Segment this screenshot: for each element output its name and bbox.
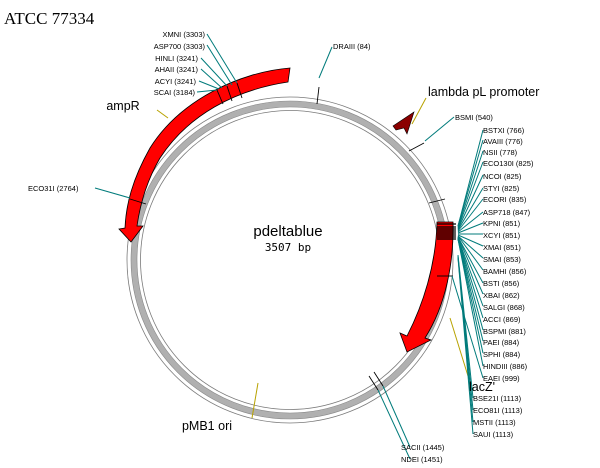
- site-label-saui: SAUI (1113): [473, 430, 514, 439]
- site-label-styi: STYI (825): [483, 184, 520, 193]
- site-label-hindiii: HINDIII (886): [483, 362, 528, 371]
- site-label-eco81i: ECO81I (1113): [473, 406, 523, 415]
- site-label-bstxi: BSTXI (766): [483, 126, 525, 135]
- site-label-draiii: DRAIII (84): [333, 42, 371, 51]
- site-label-ndei: NDEI (1451): [401, 455, 443, 464]
- site-label-nsii: NSII (778): [483, 148, 518, 157]
- site-label-bsmi: BSMI (540): [455, 113, 493, 122]
- site-label-xcyi: XCYI (851): [483, 231, 521, 240]
- feature-label-ampR: ampR: [106, 99, 139, 113]
- site-label-acyi: ACYI (3241): [155, 77, 197, 86]
- site-label-paei: PAEI (884): [483, 338, 520, 347]
- backbone-ring: [126, 96, 454, 424]
- lacZ-feature-arrow: [399, 221, 454, 353]
- site-label-sacii: SACII (1445): [401, 443, 445, 452]
- site-label-acci: ACCI (869): [483, 315, 521, 324]
- site-label-hinli: HINLI (3241): [155, 54, 198, 63]
- site-label-eco31i: ECO31I (2764): [28, 184, 79, 193]
- mcs-band: [437, 223, 456, 240]
- site-label-xmai: XMAI (851): [483, 243, 521, 252]
- site-label-ecori: ECORI (835): [483, 195, 527, 204]
- feature-label-lambda-pl-promoter: lambda pL promoter: [428, 85, 539, 99]
- site-label-mstii: MSTII (1113): [473, 418, 516, 427]
- lambda-pl-promoter-arrow: [392, 111, 415, 135]
- ampR-feature-arrow: [118, 67, 291, 243]
- map-title: ATCC 77334: [4, 9, 95, 28]
- feature-leaders: [156, 97, 469, 419]
- feature-label-lacZ: lacZ': [469, 380, 495, 394]
- site-label-asp700: ASP700 (3303): [154, 42, 206, 51]
- site-label-scai: SCAI (3184): [154, 88, 196, 97]
- site-label-asp718: ASP718 (847): [483, 208, 531, 217]
- plasmid-size: 3507 bp: [265, 241, 311, 254]
- site-label-ncoi: NCOI (825): [483, 172, 522, 181]
- site-label-smai: SMAI (853): [483, 255, 521, 264]
- feature-label-pMB1-ori: pMB1 ori: [182, 419, 232, 433]
- site-label-eco130i: ECO130I (825): [483, 159, 534, 168]
- site-label-xbai: XBAI (862): [483, 291, 520, 300]
- plasmid-name: pdeltablue: [253, 223, 322, 240]
- site-label-xmni: XMNI (3303): [162, 30, 205, 39]
- site-label-kpni: KPNI (851): [483, 219, 521, 228]
- site-label-bamhi: BAMHI (856): [483, 267, 527, 276]
- site-label-bse21i: BSE21I (1113): [473, 394, 522, 403]
- site-label-salgi: SALGI (868): [483, 303, 525, 312]
- site-label-eaei: EAEI (999): [483, 374, 520, 383]
- site-label-sphi: SPHI (884): [483, 350, 521, 359]
- site-label-bspmi: BSPMI (881): [483, 327, 526, 336]
- site-label-avaiii: AVAIII (776): [483, 137, 523, 146]
- enzyme-leaders: [94, 33, 484, 460]
- site-label-ahaii: AHAII (3241): [155, 65, 199, 74]
- site-label-bsti: BSTI (856): [483, 279, 520, 288]
- site-ticks: [129, 82, 453, 391]
